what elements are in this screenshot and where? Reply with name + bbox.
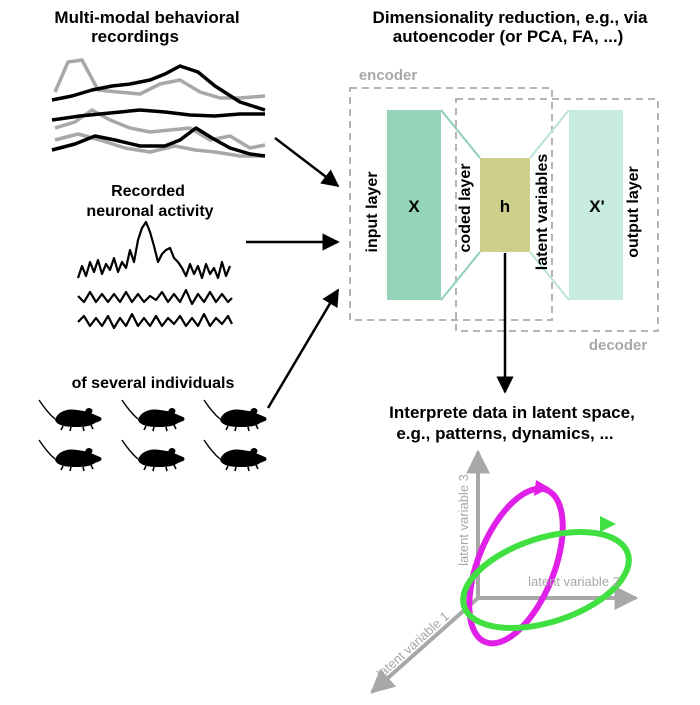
connector-input-top [440, 109, 481, 159]
behavioral-traces [51, 58, 266, 158]
interpret-line1: Interprete data in latent space, [389, 403, 635, 422]
behavior-trace-black-3 [51, 126, 266, 158]
mouse-icon [121, 399, 186, 432]
behavior-trace-black-1 [51, 64, 266, 112]
trajectory-green [460, 529, 632, 631]
behavior-trace-gray-1 [53, 58, 266, 100]
mouse-icon [203, 399, 268, 432]
input-layer-label: input layer [364, 172, 381, 253]
left-title-line1: Multi-modal behavioral [54, 8, 239, 27]
connector-output-bottom [529, 251, 570, 301]
behavior-trace-gray-2 [54, 108, 266, 150]
neuronal-traces [76, 220, 233, 330]
neuronal-label-line2: neuronal activity [86, 203, 213, 220]
arrow-behavior-to-encoder [274, 137, 340, 188]
encoder-box [349, 87, 553, 321]
latent-axes [370, 449, 639, 694]
coded-layer-block [480, 158, 530, 252]
coded-layer-label: coded layer [457, 164, 474, 253]
decoder-label: decoder [589, 337, 648, 354]
left-title-line2: recordings [91, 27, 179, 46]
h-symbol: h [500, 197, 510, 216]
arrow-individuals-to-encoder [266, 288, 340, 409]
latent-variables-label: latent variables [534, 154, 551, 271]
mouse-icon [38, 439, 103, 472]
right-title-line1: Dimensionality reduction, e.g., via [373, 8, 648, 27]
neuronal-label-line1: Recorded [111, 183, 185, 200]
connector-output-top [529, 109, 570, 159]
neuron-trace-3 [77, 312, 233, 330]
neuron-trace-1 [76, 220, 232, 280]
input-layer-block [387, 110, 441, 300]
trajectory-magenta [466, 485, 566, 647]
axis-label-latent-1: latent variable 1 [374, 608, 452, 681]
connector-input-bottom [440, 251, 481, 301]
interpret-line2: e.g., patterns, dynamics, ... [396, 424, 613, 443]
latent-trajectories [460, 480, 632, 647]
output-layer-block [569, 110, 623, 300]
individuals-label: of several individuals [72, 375, 235, 392]
trajectory-magenta-arrowhead [534, 480, 550, 496]
x-symbol: X [408, 197, 420, 216]
axis-latent-1 [370, 596, 480, 694]
axis-label-latent-3: latent variable 3 [456, 474, 471, 566]
trajectory-green-arrowhead [600, 516, 616, 532]
output-layer-label: output layer [625, 166, 642, 258]
right-title-line2: autoencoder (or PCA, FA, ...) [393, 27, 623, 46]
axis-label-latent-2: latent variable 2 [528, 574, 620, 589]
mouse-icon [38, 399, 103, 432]
mouse-icon [121, 439, 186, 472]
encoder-label: encoder [359, 67, 418, 84]
behavior-trace-black-2 [51, 108, 265, 122]
mice-group [38, 399, 268, 472]
mouse-icon [203, 439, 268, 472]
neuron-trace-2 [77, 288, 233, 306]
decoder-box [455, 98, 659, 332]
x-prime-symbol: X' [589, 197, 604, 216]
